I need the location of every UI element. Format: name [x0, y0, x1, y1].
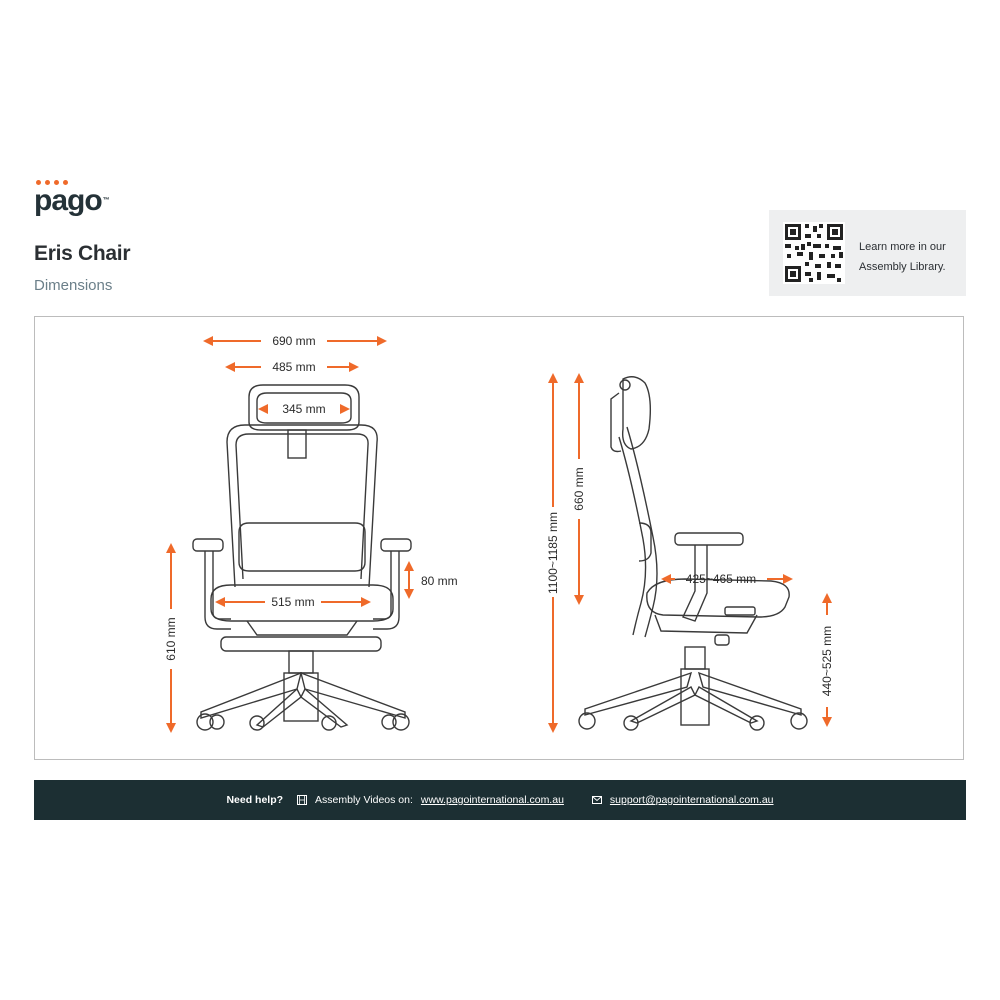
- dimension-arrows: [166, 336, 832, 733]
- qr-code-icon[interactable]: [783, 222, 845, 284]
- film-icon: [297, 795, 308, 805]
- videos-link[interactable]: www.pagointernational.com.au: [420, 794, 564, 806]
- dim-base-width: 485 mm: [272, 360, 315, 374]
- dim-overall-width: 690 mm: [272, 334, 315, 348]
- page-title: Eris Chair: [34, 242, 131, 265]
- logo-dots: [36, 180, 109, 185]
- dim-seat-height: 440~525 mm: [820, 626, 834, 696]
- support-email-link[interactable]: support@pagointernational.com.au: [609, 794, 774, 806]
- side-view-chair: [578, 376, 808, 731]
- logo-text: pago: [34, 184, 103, 217]
- brand-logo: pago™: [34, 180, 110, 217]
- dim-seat-depth: 425~465 mm: [686, 572, 756, 586]
- help-footer: Need help? Assembly Videos on: www.pagoi…: [34, 780, 966, 820]
- dim-backrest-height: 660 mm: [572, 467, 586, 510]
- chair-drawing: 690 mm 485 mm 345 mm 515 mm 80 mm 610 mm…: [164, 334, 834, 733]
- dim-armrest-height: 610 mm: [164, 617, 178, 660]
- dim-total-height: 1100~1185 mm: [546, 512, 560, 594]
- envelope-icon: [591, 796, 602, 804]
- front-view-chair: [192, 384, 412, 731]
- videos-label: Assembly Videos on:: [315, 794, 413, 806]
- dimension-diagram: 690 mm 485 mm 345 mm 515 mm 80 mm 610 mm…: [34, 316, 964, 760]
- qr-panel: Learn more in our Assembly Library.: [769, 210, 966, 296]
- help-label: Need help?: [226, 794, 284, 806]
- dim-headrest-width: 345 mm: [282, 402, 325, 416]
- dim-seat-width: 515 mm: [271, 595, 314, 609]
- qr-caption: Learn more in our Assembly Library.: [859, 237, 959, 277]
- qr-caption-line1: Learn more in our: [859, 241, 946, 253]
- dim-armrest-adjust: 80 mm: [421, 574, 458, 588]
- logo-trademark: ™: [102, 197, 110, 204]
- page-subtitle: Dimensions: [34, 277, 113, 294]
- qr-caption-line2: Assembly Library.: [859, 261, 946, 273]
